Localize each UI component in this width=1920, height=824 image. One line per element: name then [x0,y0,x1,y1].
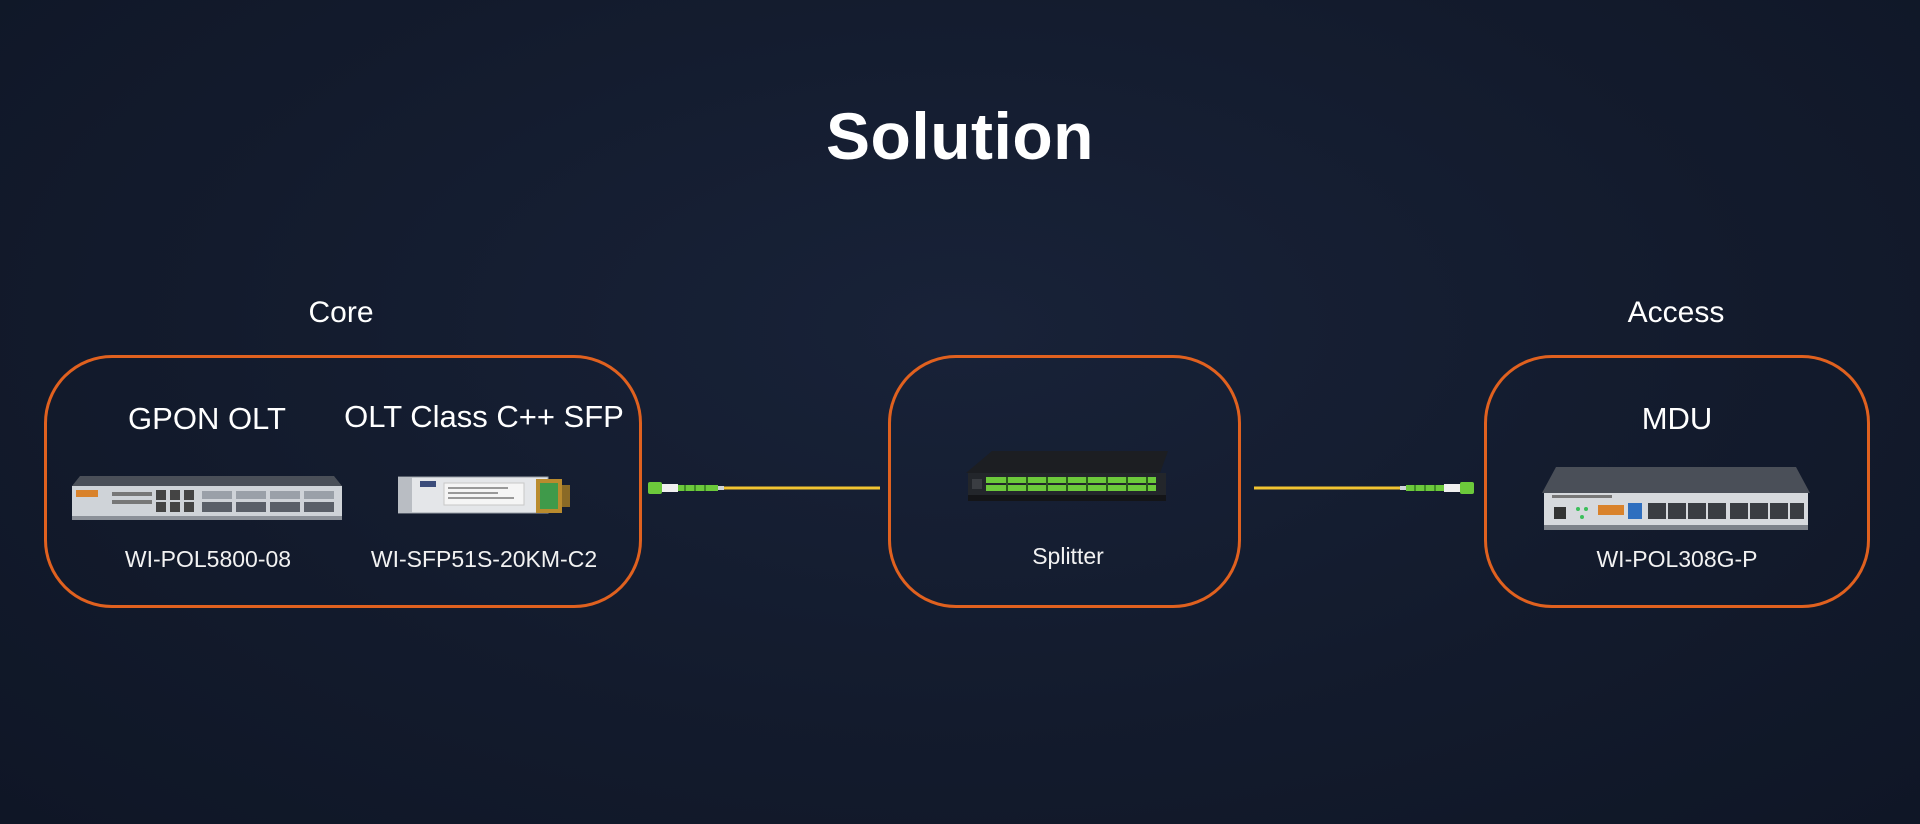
olt-model: WI-POL5800-08 [124,546,292,572]
access-box [1484,355,1870,608]
sfp-model: WI-SFP51S-20KM-C2 [370,546,598,572]
sfp-title: OLT Class C++ SFP [344,399,624,434]
fiber-link-core-splitter [648,482,880,494]
sfp-module-image [398,476,570,514]
splitter-box [888,355,1241,608]
mdu-model: WI-POL308G-P [1596,546,1758,572]
mdu-title: MDU [1641,401,1713,436]
olt-device-image [72,476,342,520]
access-group-label: Access [1627,296,1725,329]
fiber-link-splitter-access [1254,482,1474,494]
splitter-image [966,451,1168,501]
core-box [44,355,642,608]
mdu-device-image [1542,467,1810,530]
olt-title: GPON OLT [128,401,286,436]
core-group-label: Core [308,296,374,329]
splitter-model: Splitter [1032,543,1104,569]
page-title: Solution [826,99,1094,173]
